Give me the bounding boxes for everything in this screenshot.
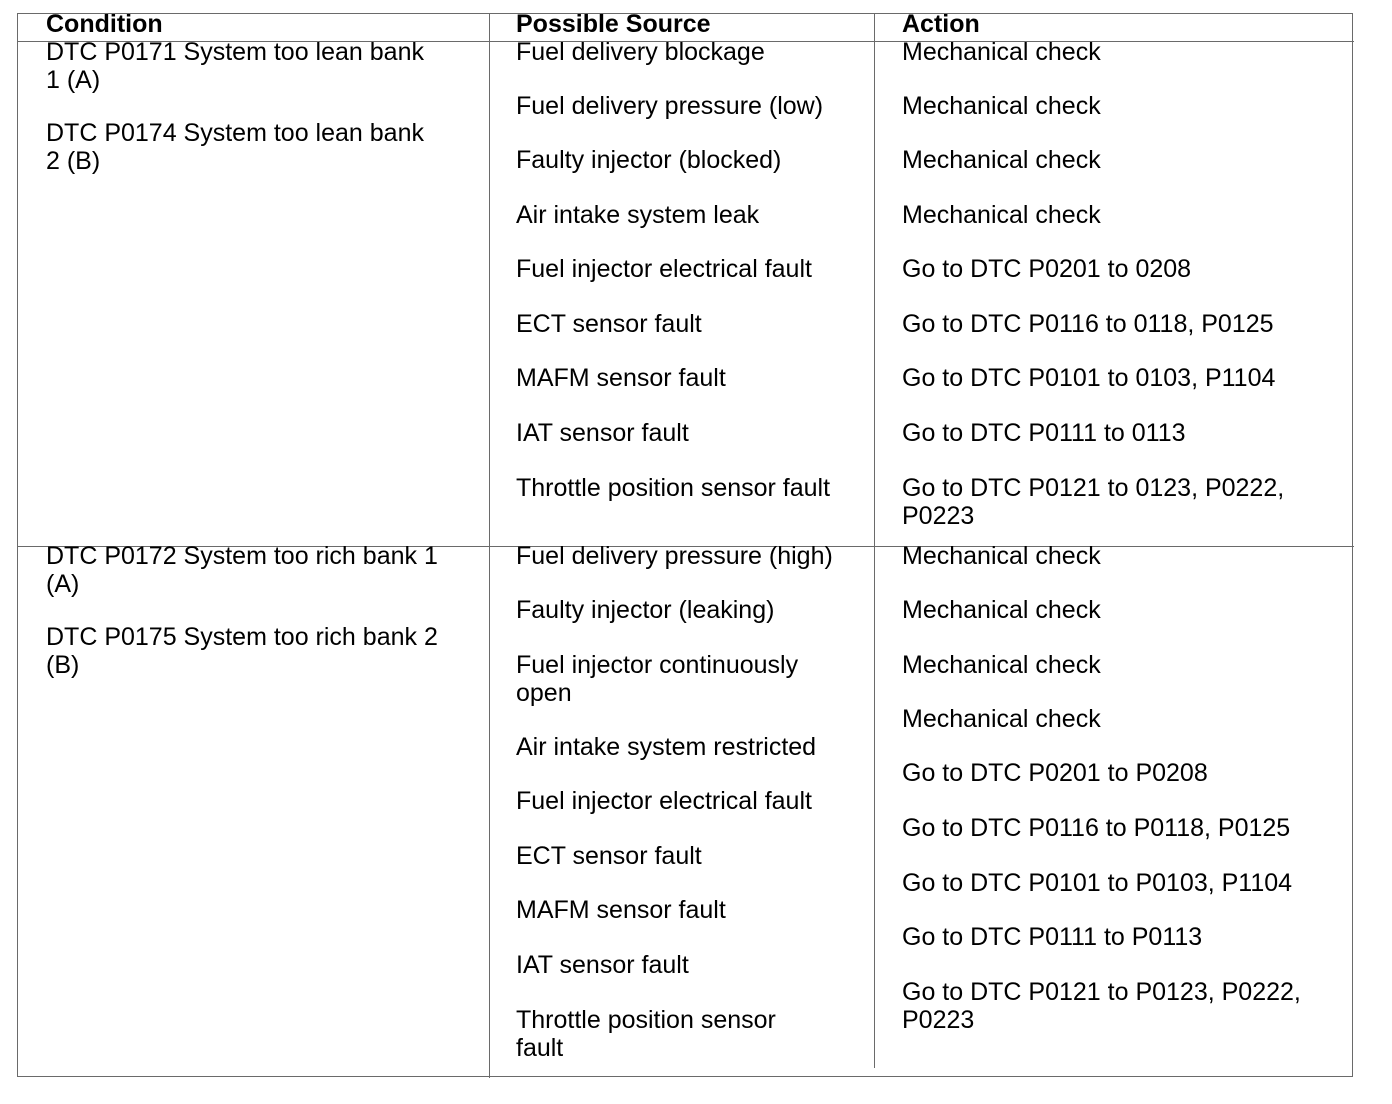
action-cell: Mechanical check — [902, 38, 1101, 66]
column-divider-2 — [874, 14, 875, 1068]
source-cell: MAFM sensor fault — [516, 896, 726, 924]
action-cell: Go to DTC P0101 to 0103, P1104 — [902, 364, 1276, 392]
action-cell: Mechanical check — [902, 542, 1101, 570]
condition-cell: DTC P0171 System too lean bank 1 (A) — [46, 38, 424, 94]
source-cell: MAFM sensor fault — [516, 364, 726, 392]
condition-cell: DTC P0172 System too rich bank 1 (A) — [46, 542, 438, 598]
header-possible-source: Possible Source — [516, 10, 711, 38]
action-cell: Mechanical check — [902, 705, 1101, 733]
source-cell: Fuel delivery pressure (low) — [516, 92, 824, 120]
action-cell: Mechanical check — [902, 146, 1101, 174]
action-cell: Mechanical check — [902, 92, 1101, 120]
condition-cell: DTC P0174 System too lean bank 2 (B) — [46, 119, 424, 175]
source-cell: Fuel injector continuously open — [516, 651, 799, 707]
source-cell: IAT sensor fault — [516, 419, 689, 447]
header-condition: Condition — [46, 10, 163, 38]
action-cell: Go to DTC P0116 to 0118, P0125 — [902, 310, 1274, 338]
action-cell: Mechanical check — [902, 596, 1101, 624]
action-cell: Go to DTC P0121 to P0123, P0222, P0223 — [902, 978, 1301, 1034]
source-cell: Faulty injector (leaking) — [516, 596, 775, 624]
source-cell: Fuel delivery blockage — [516, 38, 765, 66]
header-action: Action — [902, 10, 980, 38]
action-cell: Go to DTC P0201 to 0208 — [902, 255, 1192, 283]
source-cell: ECT sensor fault — [516, 842, 702, 870]
source-cell: Fuel injector electrical fault — [516, 787, 812, 815]
source-cell: Fuel delivery pressure (high) — [516, 542, 833, 570]
action-cell: Mechanical check — [902, 651, 1101, 679]
source-cell: Fuel injector electrical fault — [516, 255, 812, 283]
action-cell: Go to DTC P0111 to 0113 — [902, 419, 1186, 447]
source-cell: ECT sensor fault — [516, 310, 702, 338]
action-cell: Go to DTC P0116 to P0118, P0125 — [902, 814, 1291, 842]
source-cell: Throttle position sensor fault — [516, 474, 831, 502]
source-cell: Air intake system leak — [516, 201, 760, 229]
diagnostic-table — [17, 13, 1354, 1078]
header-divider — [18, 41, 1354, 42]
source-cell: Throttle position sensor fault — [516, 1006, 776, 1062]
condition-cell: DTC P0175 System too rich bank 2 (B) — [46, 623, 438, 679]
source-cell: Air intake system restricted — [516, 733, 817, 761]
source-cell: Faulty injector (blocked) — [516, 146, 782, 174]
action-cell: Go to DTC P0121 to 0123, P0222, P0223 — [902, 474, 1285, 530]
action-cell: Go to DTC P0111 to P0113 — [902, 923, 1203, 951]
action-cell: Go to DTC P0201 to P0208 — [902, 759, 1208, 787]
source-cell: IAT sensor fault — [516, 951, 689, 979]
action-cell: Go to DTC P0101 to P0103, P1104 — [902, 869, 1293, 897]
column-divider-1 — [489, 14, 490, 1078]
group-divider — [18, 546, 1354, 547]
action-cell: Mechanical check — [902, 201, 1101, 229]
